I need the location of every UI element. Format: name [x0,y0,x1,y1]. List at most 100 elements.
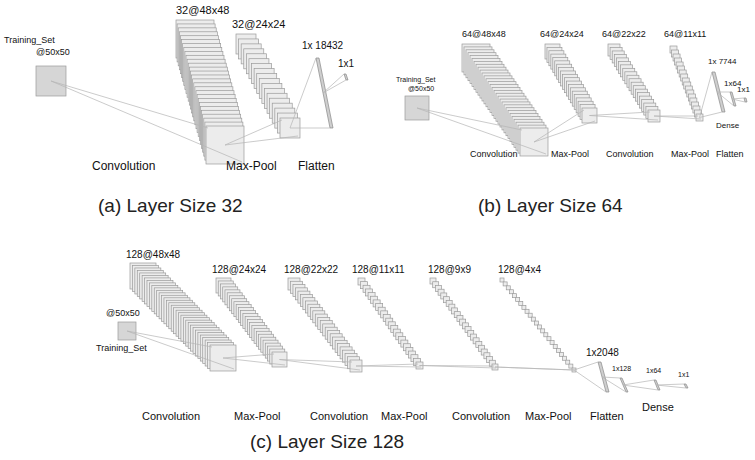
connection-line [280,360,361,371]
connection-line [654,116,701,119]
connection-line [290,128,330,129]
layer-size: 128@9x9 [428,264,471,275]
feature-map [569,364,573,368]
connection-line [574,362,598,370]
feature-map [516,298,520,302]
connection-line [656,384,684,385]
input-label: Training_Set [396,76,435,84]
connection-line [732,99,745,102]
stage-label: Flatten [298,160,335,173]
layer-size: 1x64 [646,367,661,375]
vector-bar [684,384,688,388]
layer-size: 1x 7744 [708,58,736,67]
feature-map [522,305,526,309]
vector-bar [316,58,333,128]
feature-map [519,301,523,305]
layer-size: 32@48x48 [176,4,229,16]
connection-line [51,81,208,128]
feature-map [559,352,563,356]
feature-map [541,329,545,333]
feature-map [513,294,517,298]
stage-label: Max-Pool [551,150,589,160]
layer-size: 64@48x48 [462,30,506,40]
feature-map [566,360,570,364]
stage-label: Convolution [310,410,368,422]
connection-line [602,377,626,392]
stage-label: Dense [642,401,674,413]
connection-line [225,136,298,145]
stage-label: Convolution [470,150,518,160]
input-label: @50x50 [408,85,434,93]
connection-line [623,385,658,390]
stage-label: Max-Pool [226,160,277,173]
connection-line [732,98,744,99]
stage-label: Dense [716,122,739,131]
connection-line [356,364,418,366]
connection-line [417,108,546,154]
feature-map [553,345,557,349]
connection-line [323,74,344,93]
connection-line [495,367,574,370]
feature-map [531,317,535,321]
input-label: Training_Set [4,36,55,46]
feature-map [538,325,542,329]
stage-label: Flatten [590,410,624,422]
layer-size: 1x2048 [586,347,619,358]
feature-map [550,341,554,345]
connection-line [290,58,316,128]
caption: (c) Layer Size 128 [250,432,404,453]
layer-size: 128@11x11 [352,264,405,275]
connection-line [51,81,242,162]
feature-map [534,321,538,325]
feature-map [563,356,567,360]
connection-line [717,92,734,106]
layer-size: 64@22x22 [602,30,646,40]
connection-line [656,385,686,388]
vector-bar [744,98,747,102]
stage-label: Max-Pool [234,410,280,422]
feature-map [509,290,513,294]
stage-label: Convolution [606,150,654,160]
caption: (a) Layer Size 32 [98,196,243,217]
input-label: @50x50 [106,309,140,319]
stage-label: Convolution [452,410,510,422]
stage-label: Flatten [716,150,744,160]
layer-size: 1x1 [678,371,689,379]
connection-line [717,92,730,93]
connection-line [420,366,497,369]
input-label: Training_Set [96,344,147,354]
connection-line [223,354,274,358]
layer-size: 1x 18432 [302,40,343,51]
connection-line [495,367,574,370]
stage-label: Max-Pool [671,150,709,160]
connection-line [223,358,285,365]
layer-size: 1x1 [338,58,354,69]
connection-line [623,380,654,385]
connection-line [700,112,723,118]
layer-size: 32@24x24 [232,18,285,30]
stage-label: Convolution [92,160,155,173]
connection-line [602,377,620,378]
connection-line [590,112,651,116]
connection-line [323,80,346,93]
feature-map [506,286,510,290]
feature-map [500,278,504,282]
connection-line [356,366,421,367]
connection-line [534,110,584,142]
feature-map [525,309,529,313]
layer-size: 128@48x48 [126,249,180,260]
connection-line [700,72,713,118]
layer-size: 64@11x11 [664,30,706,40]
caption: (b) Layer Size 64 [478,196,623,217]
input-label: @50x50 [36,48,70,58]
feature-map [503,282,507,286]
connection-line [574,370,606,392]
stage-label: Max-Pool [381,410,427,422]
layer-size: 128@24x24 [212,264,266,275]
feature-map [547,337,551,341]
feature-map [556,348,560,352]
layer-size: 128@22x22 [284,264,338,275]
connection-line [534,121,595,142]
